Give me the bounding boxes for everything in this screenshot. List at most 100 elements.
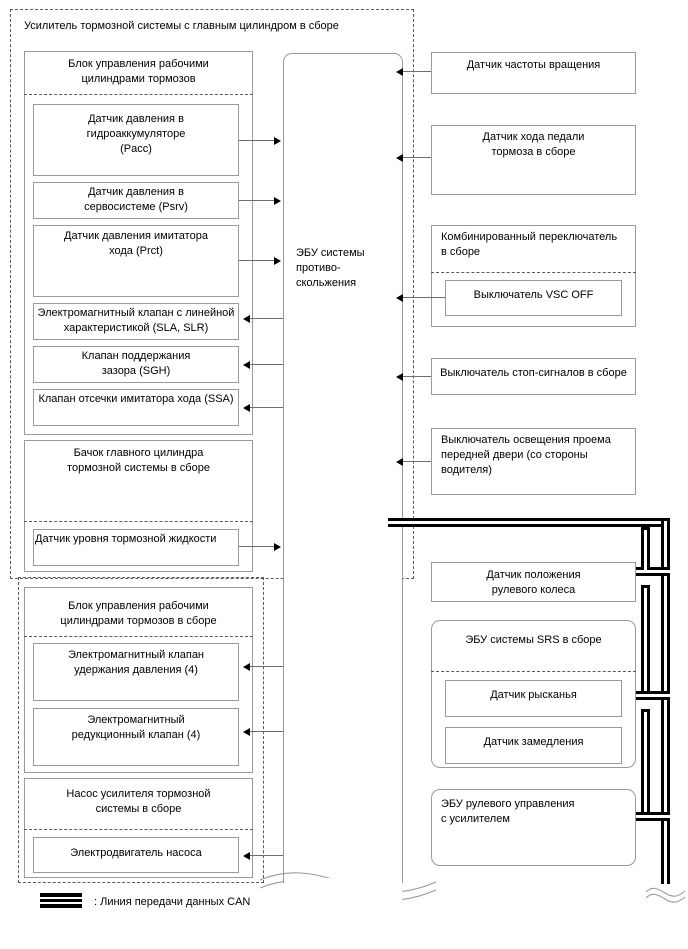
connector-pedal-stroke-sensor-arrow xyxy=(396,154,403,162)
can-bus-corner-patch-2 xyxy=(667,518,670,527)
connector-stop-light-switch xyxy=(403,376,431,377)
can-branch-1-gap xyxy=(644,567,647,570)
sensor-brake-pedal-stroke-box xyxy=(431,125,636,195)
connector-stroke-simulator-pressure-arrow xyxy=(274,257,281,265)
connector-pump-motor-arrow xyxy=(243,852,250,860)
group-brake-booster-pump-header: Насос усилителя тормозной системы в сбор… xyxy=(66,788,211,815)
yaw-rate-sensor-label: Датчик рысканья xyxy=(490,689,577,701)
yaw-rate-sensor-box xyxy=(445,680,622,717)
valve-pressure-reducing-solenoid-box xyxy=(33,708,239,766)
sensor-servo-pressure-label: Датчик давления в сервосистеме (Psrv) xyxy=(84,186,188,213)
sensor-accumulator-pressure-label: Датчик давления в гидроаккумуляторе (Pac… xyxy=(86,113,186,155)
connector-pressure-reducing-solenoid xyxy=(250,731,283,732)
sensor-stroke-simulator-pressure-box xyxy=(33,225,239,297)
group-brake-actuator-assy-outline xyxy=(18,577,264,883)
connector-linear-solenoid xyxy=(250,318,283,319)
eps-ecu-label: ЭБУ рулевого управления с усилителем xyxy=(441,798,575,825)
can-branch-srs-vertical xyxy=(641,585,650,700)
valve-stroke-simulator-cut-box xyxy=(33,389,239,426)
pump-motor-box xyxy=(33,837,239,873)
can-bus-line-icon xyxy=(40,893,82,908)
front-door-courtesy-switch-box xyxy=(431,428,636,495)
srs-ecu-label: ЭБУ системы SRS в сборе xyxy=(465,634,602,646)
group-reservoir-divider xyxy=(24,521,253,522)
valve-pressure-holding-solenoid-box xyxy=(33,643,239,701)
connector-vsc-off-switch-arrow xyxy=(396,294,403,302)
connector-pedal-stroke-sensor xyxy=(403,157,431,158)
can-branch-3-tee-patch xyxy=(641,709,650,712)
connector-stop-light-switch-arrow xyxy=(396,373,403,381)
connector-accumulator-pressure xyxy=(239,140,275,141)
can-branch-srs-horizontal xyxy=(628,691,670,700)
valve-linear-solenoid-label: Электромагнитный клапан с линейной харак… xyxy=(37,307,235,334)
connector-pressure-reducing-solenoid-arrow xyxy=(243,728,250,736)
connector-speed-sensor-arrow xyxy=(396,68,403,76)
connector-pressure-holding-solenoid xyxy=(250,666,283,667)
connector-accumulator-pressure-arrow xyxy=(274,137,281,145)
group-master-cylinder-reservoir-header: Бачок главного цилиндра тормозной систем… xyxy=(67,447,210,474)
can-branch-2-tee-patch xyxy=(641,585,650,588)
stop-light-switch-box xyxy=(431,358,636,395)
ecu-skid-control-label: ЭБУ системы противо- скольжения xyxy=(296,247,365,289)
group-pump-divider xyxy=(24,829,253,830)
can-branch-steering-sensor-horizontal xyxy=(628,567,670,576)
connector-stroke-cut-valve xyxy=(250,407,283,408)
sensor-brake-pedal-stroke-label: Датчик хода педали тормоза в сборе xyxy=(482,131,585,158)
can-branch-eps-vertical xyxy=(641,709,650,821)
sensor-stroke-simulator-pressure-label: Датчик давления имитатора хода (Prct) xyxy=(64,230,208,257)
connector-stroke-cut-valve-arrow xyxy=(243,404,250,412)
srs-ecu-divider xyxy=(431,671,636,672)
connector-fluid-level-sensor xyxy=(239,546,275,547)
legend-label: : Линия передачи данных CAN xyxy=(94,896,251,908)
diagram-title: Усилитель тормозной системы с главным ци… xyxy=(24,20,339,32)
stop-light-switch-label: Выключатель стоп-сигналов в сборе xyxy=(440,367,627,379)
sensor-servo-pressure-box xyxy=(33,182,239,219)
group-brake-actuator-divider xyxy=(24,94,253,95)
connector-courtesy-switch xyxy=(403,461,431,462)
connector-pressure-holding-solenoid-arrow xyxy=(243,663,250,671)
connector-stroke-simulator-pressure xyxy=(239,260,275,261)
ecu-skid-control-box xyxy=(283,53,403,883)
sensor-accumulator-pressure-box xyxy=(33,104,239,176)
connector-gap-holding-valve-arrow xyxy=(243,361,250,369)
valve-linear-solenoid-box xyxy=(33,303,239,340)
valve-stroke-simulator-cut-label: Клапан отсечки имитатора хода (SSA) xyxy=(38,393,234,405)
connector-vsc-off-switch xyxy=(403,297,445,298)
sensor-speed-label: Датчик частоты вращения xyxy=(466,59,601,71)
vsc-off-switch-box xyxy=(445,280,622,316)
can-branch-1-tee-patch xyxy=(641,527,650,530)
eps-ecu-box xyxy=(431,789,636,866)
can-bus-corner-patch xyxy=(661,518,670,521)
connector-pump-motor xyxy=(250,855,283,856)
deceleration-sensor-label: Датчик замедления xyxy=(483,736,584,748)
can-branch-eps-horizontal xyxy=(628,812,670,821)
group-brake-actuator-header: Блок управления рабочими цилиндрами торм… xyxy=(68,58,209,85)
group-booster-assembly-outline xyxy=(10,9,414,579)
connector-servo-pressure xyxy=(239,200,275,201)
can-branch-steering-sensor-vertical xyxy=(641,527,650,576)
combination-switch-label: Комбинированный переключатель в сборе xyxy=(441,231,618,258)
group-brake-actuator-assy-header: Блок управления рабочими цилиндрами торм… xyxy=(60,600,217,627)
pump-motor-label: Электродвигатель насоса xyxy=(70,847,202,859)
sensor-speed-box xyxy=(431,52,636,94)
deceleration-sensor-box xyxy=(445,727,622,764)
valve-pressure-reducing-solenoid-label: Электромагнитный редукционный клапан (4) xyxy=(71,714,201,741)
vsc-off-switch-label: Выключатель VSC OFF xyxy=(473,289,594,301)
connector-linear-solenoid-arrow xyxy=(243,315,250,323)
steering-angle-sensor-box xyxy=(431,562,636,602)
sensor-brake-fluid-level-box xyxy=(33,529,239,566)
connector-fluid-level-sensor-arrow xyxy=(274,543,281,551)
can-bus-main-horizontal xyxy=(388,518,670,527)
ecu-column-mask xyxy=(284,878,402,908)
combination-switch-divider xyxy=(431,272,636,273)
connector-servo-pressure-arrow xyxy=(274,197,281,205)
valve-gap-holding-label: Клапан поддержания зазора (SGH) xyxy=(81,350,191,377)
front-door-courtesy-switch-label: Выключатель освещения проема передней дв… xyxy=(441,434,611,476)
valve-pressure-holding-solenoid-label: Электромагнитный клапан удержания давлен… xyxy=(67,649,205,676)
valve-gap-holding-box xyxy=(33,346,239,383)
connector-courtesy-switch-arrow xyxy=(396,458,403,466)
sensor-brake-fluid-level-label: Датчик уровня тормозной жидкости xyxy=(35,533,217,545)
connector-speed-sensor xyxy=(403,71,431,72)
steering-angle-sensor-label: Датчик положения рулевого колеса xyxy=(486,569,581,596)
